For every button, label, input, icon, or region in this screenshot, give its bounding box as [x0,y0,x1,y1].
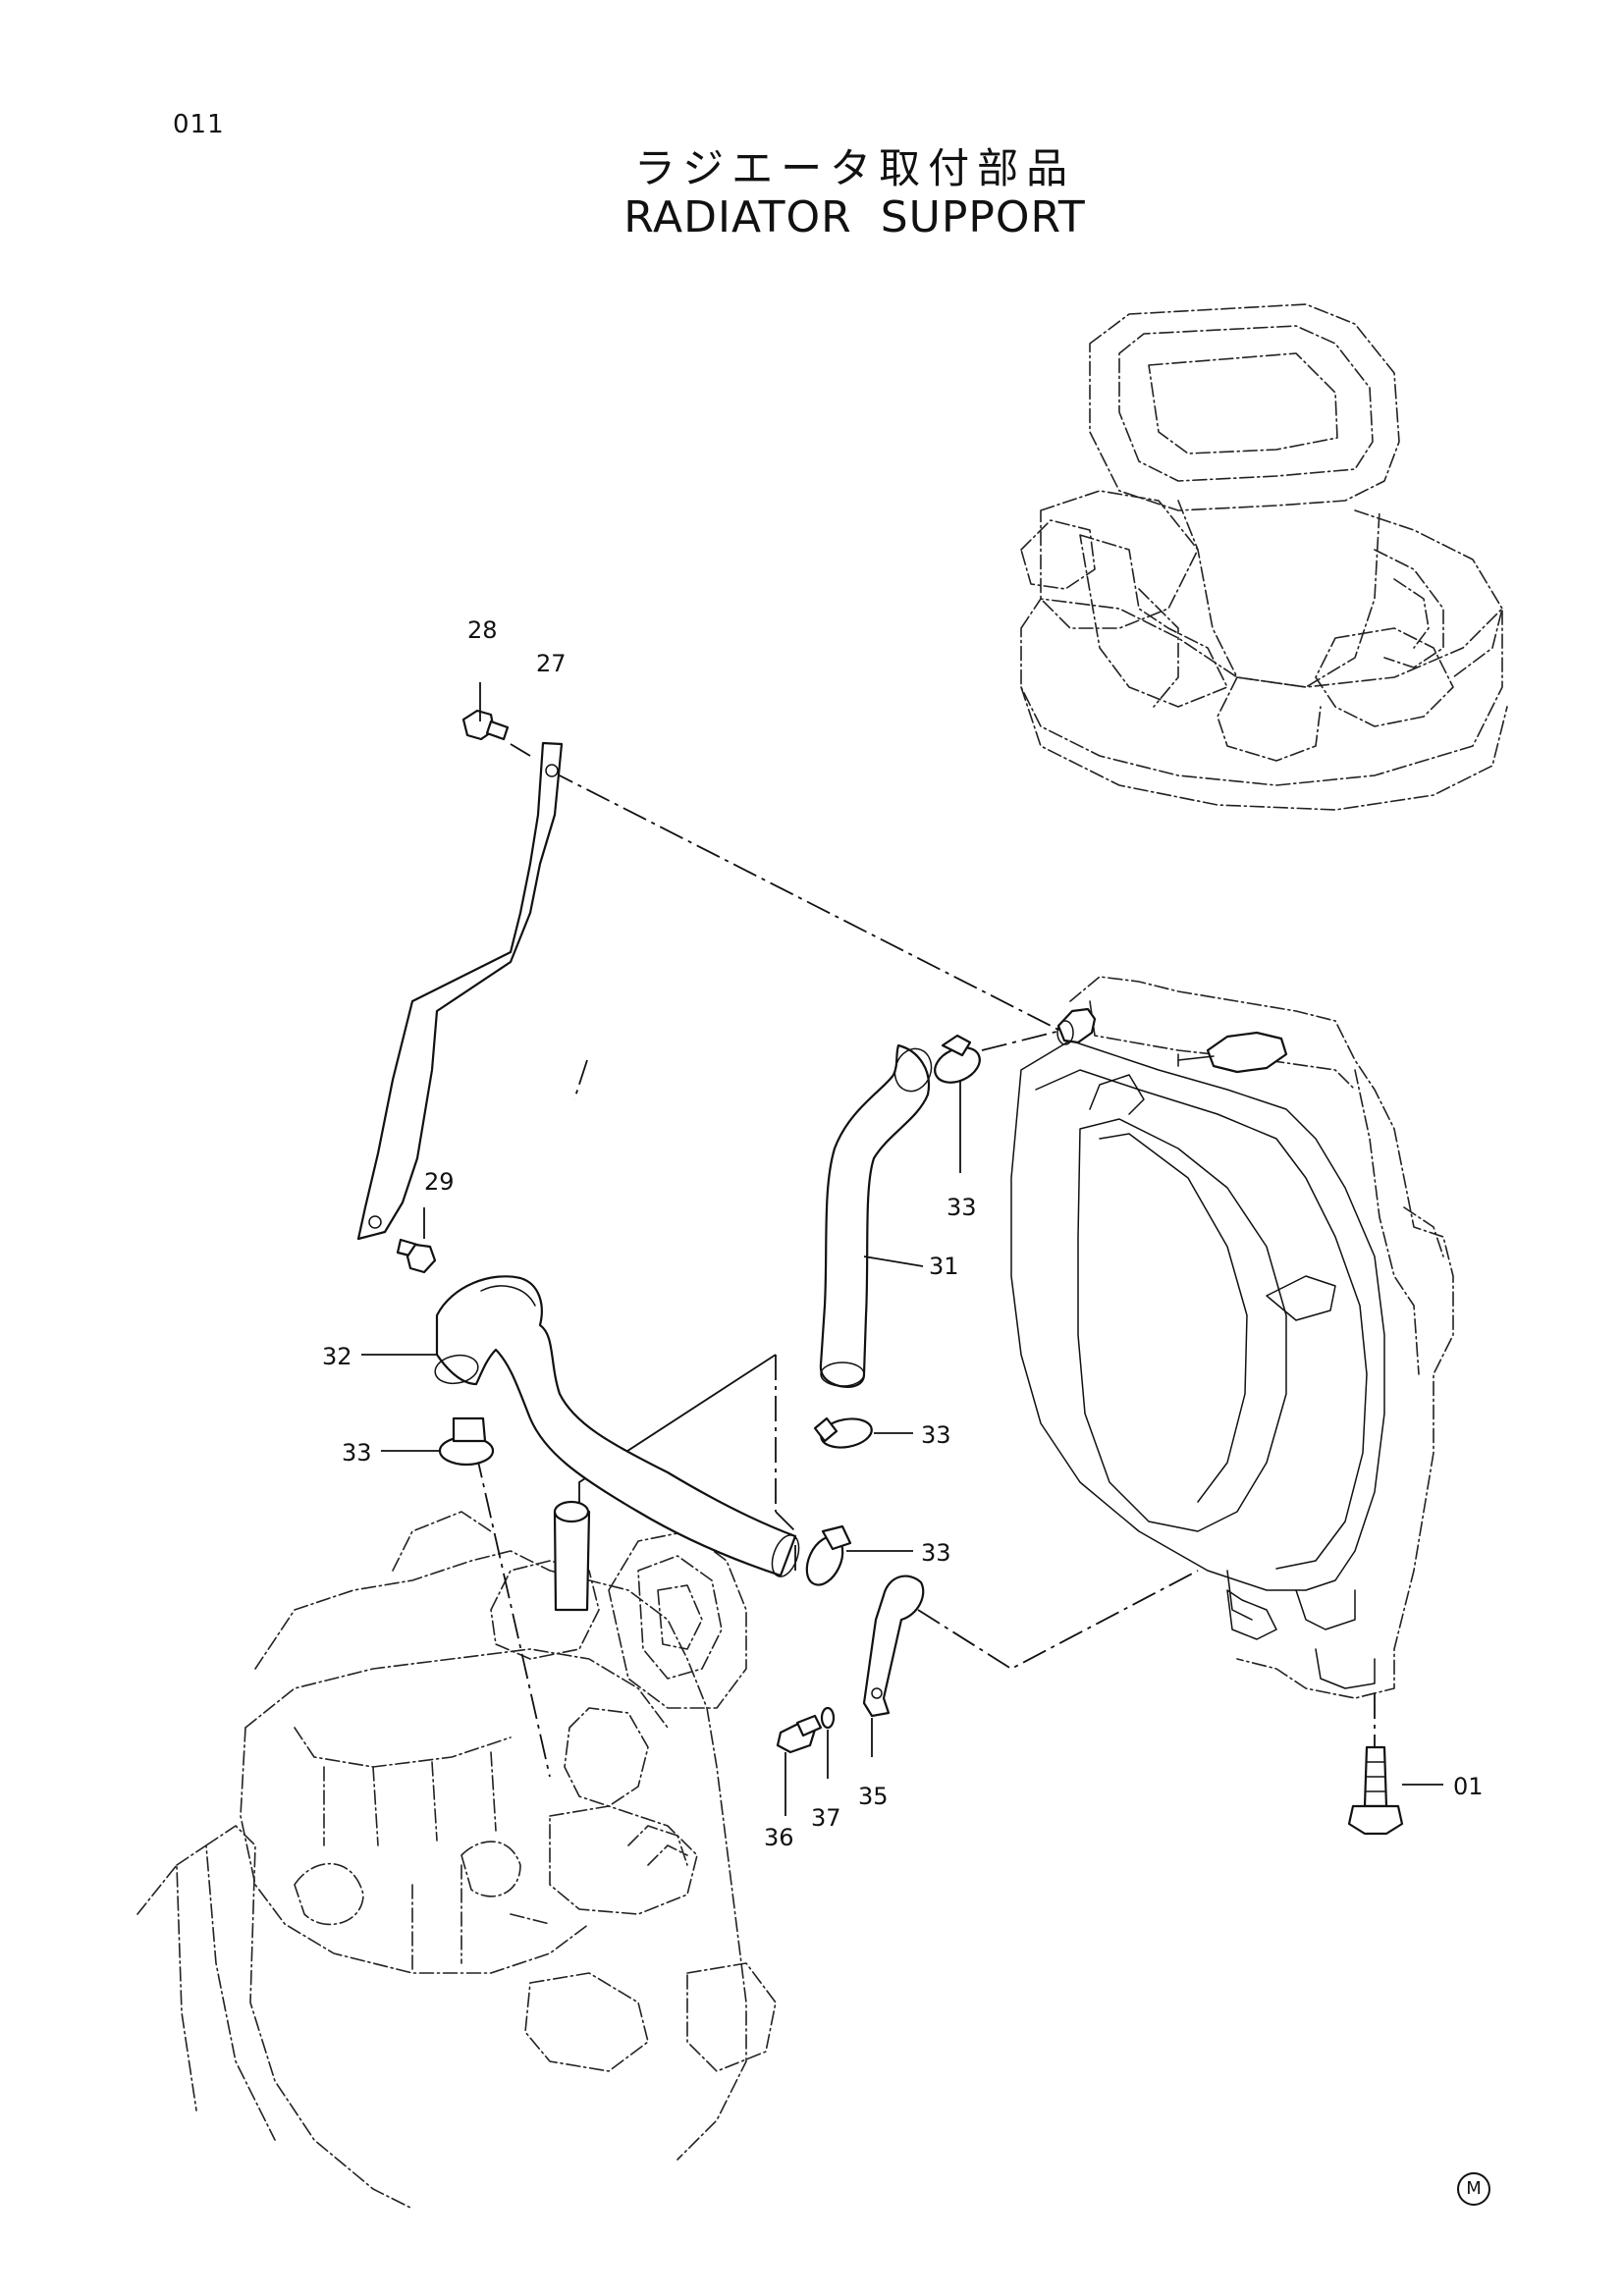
radiator-stay-27 [356,741,564,1241]
callout-31: 31 [929,1253,959,1280]
callout-01: 01 [1453,1773,1484,1800]
bolt-36 [776,1714,823,1816]
hose-clamp-33-mid [813,1416,913,1449]
hose-clamp-33-top [934,1034,981,1173]
callout-28: 28 [467,616,498,644]
engine-outline [136,1511,777,2210]
bolt-01 [1347,1745,1443,1836]
callout-29: 29 [424,1168,455,1196]
hose-clamp-33-left [381,1416,495,1467]
assembly-center-lines [475,770,1376,1778]
upper-hose-31 [819,1043,933,1388]
callout-33-left: 33 [342,1439,372,1467]
callout-37: 37 [811,1804,841,1832]
callout-32: 32 [322,1343,352,1370]
radiator-assembly [1010,976,1454,1699]
machine-overview [1020,303,1508,811]
page-title-japanese: ラジエータ取付部品 [633,144,1076,192]
model-mark: M [1457,2172,1490,2206]
callout-33-mid: 33 [921,1421,951,1449]
engine-outlet-pipe [553,1500,591,1612]
callout-36: 36 [764,1824,794,1851]
hose-clamp-33-lower [805,1524,913,1586]
callout-27: 27 [536,650,567,677]
bolt-28 [461,682,531,757]
page-code: 011 [173,110,225,139]
washer-37 [820,1706,836,1779]
clip-35 [862,1575,925,1757]
callout-33-top: 33 [947,1194,977,1221]
bolt-29 [396,1207,437,1274]
callout-35: 35 [858,1783,889,1810]
lower-hose-32 [361,1275,800,1577]
callout-33-lower: 33 [921,1539,951,1567]
page-title: RADIATOR SUPPORT [623,192,1086,242]
